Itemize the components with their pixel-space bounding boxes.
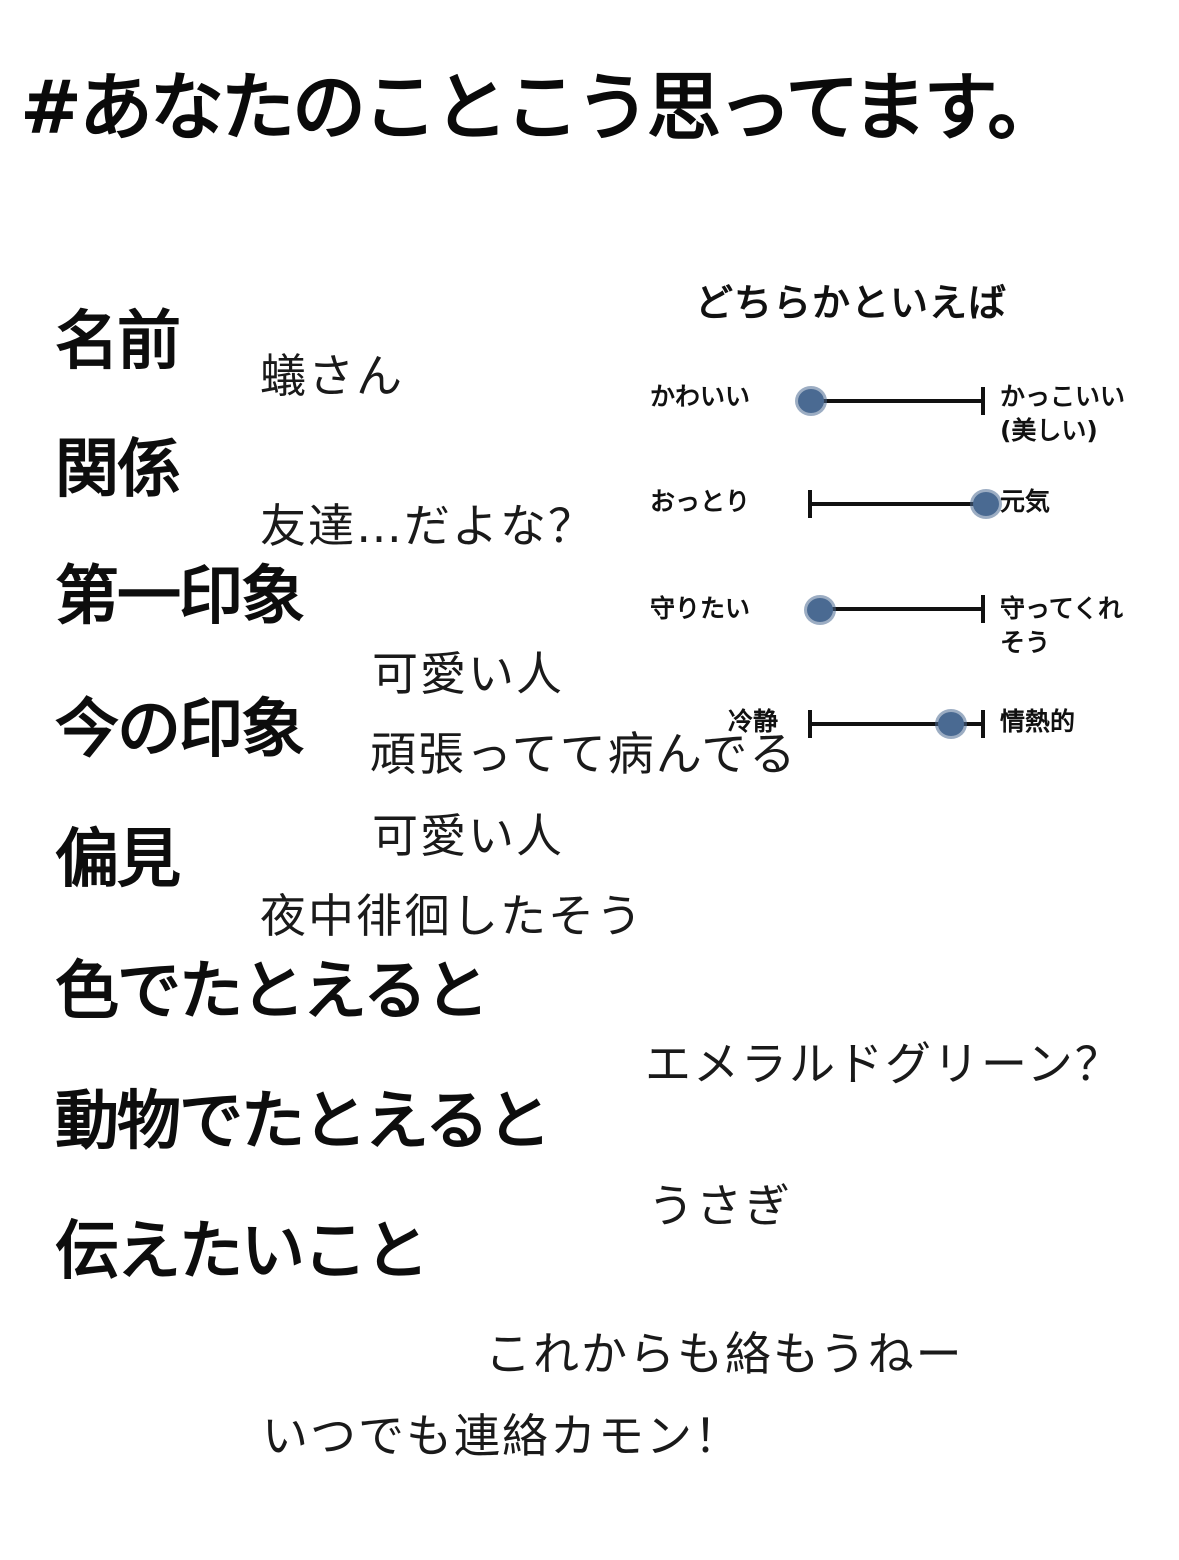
answer-current-impression: 頑張ってて病んでる <box>370 727 798 781</box>
scale-4-tick-right <box>981 710 985 738</box>
scale-3-right-sublabel: そう <box>1000 628 1051 657</box>
answer-relation: 友達…だよな？ <box>260 499 596 553</box>
scale-3-right-label: 守ってくれ <box>1000 594 1124 623</box>
scale-1-right-sublabel: (美しい) <box>1000 416 1098 445</box>
answer-first-impression: 可愛い人 <box>372 647 564 701</box>
scale-heading: どちらかといえば <box>695 281 1008 325</box>
scale-4-right-label: 情熱的 <box>1000 707 1076 736</box>
label-current-impression: 今の印象 <box>55 693 305 767</box>
scale-2-right-label: 元気 <box>1000 487 1051 516</box>
scale-4-marker <box>938 712 964 736</box>
answer-animal: うさぎ <box>648 1179 792 1233</box>
label-name: 名前 <box>55 305 181 379</box>
label-relation: 関係 <box>55 433 181 507</box>
label-first-impression: 第一印象 <box>55 560 305 634</box>
scale-1-right-label: かっこいい <box>1000 382 1126 411</box>
answer-color: エメラルドグリーン？ <box>645 1037 1123 1091</box>
answer-name: 蟻さん <box>260 349 404 403</box>
label-message: 伝えたいこと <box>55 1215 429 1289</box>
scale-1-tick <box>981 387 985 415</box>
scale-2-bar <box>810 502 982 506</box>
scale-3-left-label: 守りたい <box>650 594 751 623</box>
page-title: #あなたのことこう思ってます。 <box>20 65 1061 151</box>
scale-3-bar <box>812 607 984 611</box>
scale-1-left-label: かわいい <box>650 382 751 411</box>
scale-3-marker <box>806 598 833 622</box>
scale-1-marker <box>798 389 824 413</box>
scale-4-bar <box>810 722 982 726</box>
label-color: 色でたとえると <box>55 955 489 1029</box>
answer-message-2: いつでも連絡カモン！ <box>262 1409 742 1463</box>
scale-2-marker <box>973 492 999 516</box>
label-prejudice: 偏見 <box>55 823 181 897</box>
answer-message-1: これからも絡もうねー <box>485 1327 964 1381</box>
scale-4-left-label: 冷静 <box>728 707 779 736</box>
scale-2-left-label: おっとり <box>650 487 751 516</box>
answer-prejudice-1: 可愛い人 <box>372 809 564 863</box>
label-animal: 動物でたとえると <box>55 1085 551 1159</box>
scale-3-tick <box>981 595 985 623</box>
scale-1-bar <box>812 399 984 403</box>
answer-prejudice-2: 夜中徘徊したそう <box>260 889 644 943</box>
